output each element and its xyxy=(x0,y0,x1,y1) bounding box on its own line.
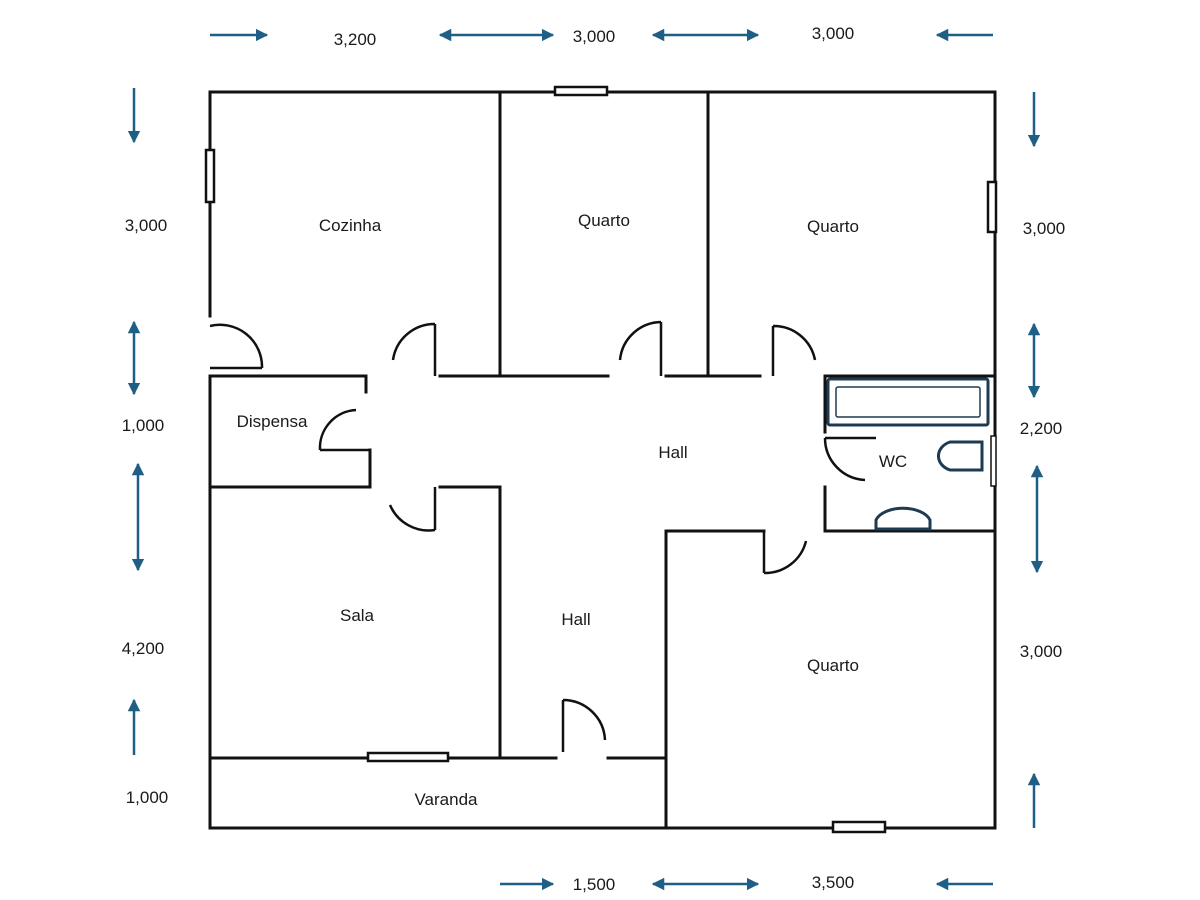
wall-sala-top xyxy=(438,485,502,760)
window-left xyxy=(204,148,216,204)
dim-label-left-2: 1,000 xyxy=(122,416,165,435)
room-label-dispensa: Dispensa xyxy=(237,412,308,431)
room-label-quarto-bottom-right: Quarto xyxy=(807,656,859,675)
dim-label-top-3: 3,000 xyxy=(812,24,855,43)
walls xyxy=(208,90,997,830)
door-quarto-bottom xyxy=(762,531,808,575)
dim-label-bottom-1: 1,500 xyxy=(573,875,616,894)
toilet-icon xyxy=(937,440,984,472)
room-label-hall-lower: Hall xyxy=(561,610,590,629)
door-cozinha xyxy=(391,322,437,376)
wall-dispensa-top xyxy=(208,374,368,394)
room-label-quarto-top-middle: Quarto xyxy=(578,211,630,230)
dim-label-right-3: 3,000 xyxy=(1020,642,1063,661)
window-right xyxy=(986,180,998,234)
window-wc xyxy=(990,435,997,487)
room-label-varanda: Varanda xyxy=(414,790,478,809)
door-dispensa xyxy=(318,408,370,452)
room-label-sala: Sala xyxy=(340,606,375,625)
door-varanda xyxy=(561,698,607,752)
door-quarto-middle xyxy=(618,320,663,376)
windows xyxy=(204,85,998,834)
door-exterior-kitchen xyxy=(209,323,264,370)
window-varanda xyxy=(366,751,450,763)
dimensions-bottom: 1,500 3,500 xyxy=(500,873,993,894)
window-top xyxy=(553,85,609,97)
room-label-cozinha: Cozinha xyxy=(319,216,382,235)
dim-label-top-2: 3,000 xyxy=(573,27,616,46)
dim-label-left-1: 3,000 xyxy=(125,216,168,235)
dimensions-left: 3,000 1,000 4,200 1,000 xyxy=(122,88,169,807)
sink-icon xyxy=(874,506,932,531)
dim-label-left-4: 1,000 xyxy=(126,788,169,807)
doors xyxy=(209,320,876,752)
dim-label-top-1: 3,200 xyxy=(334,30,377,49)
dimensions-top: 3,200 3,000 3,000 xyxy=(210,24,993,49)
bathtub-inner xyxy=(835,386,981,418)
dim-label-right-1: 3,000 xyxy=(1023,219,1066,238)
room-label-quarto-top-right: Quarto xyxy=(807,217,859,236)
door-sala xyxy=(388,487,437,532)
dimensions-right: 3,000 2,200 3,000 xyxy=(1020,92,1066,828)
door-wc xyxy=(823,436,876,482)
window-bottom xyxy=(831,820,887,834)
room-label-hall-upper: Hall xyxy=(658,443,687,462)
dim-label-left-3: 4,200 xyxy=(122,639,165,658)
room-labels: Cozinha Quarto Quarto Dispensa Hall WC S… xyxy=(237,211,908,809)
dim-label-bottom-2: 3,500 xyxy=(812,873,855,892)
dim-label-right-2: 2,200 xyxy=(1020,419,1063,438)
door-quarto-right xyxy=(771,324,817,376)
room-label-wc: WC xyxy=(879,452,907,471)
wc-fixtures xyxy=(826,377,990,531)
